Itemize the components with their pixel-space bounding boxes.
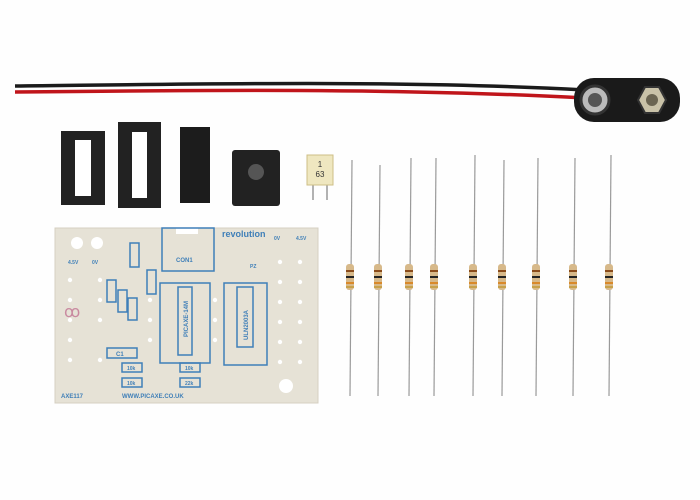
pcb-hole [67,357,73,363]
capacitor-label-1: 1 [318,160,323,169]
resistor [605,154,613,397]
pcb-voltage-label: 4.5V [68,260,79,266]
resistor [346,159,354,397]
resistor [498,159,506,397]
battery-wires [14,81,586,100]
pcb-hole [212,317,218,323]
battery-clip [574,78,680,122]
pcb-hole [297,339,303,345]
pcb-hole [97,357,103,363]
pcb-hole [297,359,303,365]
audio-jack [232,150,280,206]
pcb-hole [297,279,303,285]
pcb-hole [67,277,73,283]
pcb-hole [277,259,283,265]
resistor [405,157,413,397]
ic-chip [180,127,210,203]
pcb-hole [212,297,218,303]
pcb-hole [67,337,73,343]
pcb-hole [277,339,283,345]
pcb-hole [212,337,218,343]
resistor [430,157,438,397]
pcb-hole [277,359,283,365]
resistor [374,164,382,397]
pcb-ground-label: 0V [92,260,99,266]
pcb-board-id: AXE117 [61,394,84,400]
resistor [569,157,577,397]
resistor [469,154,477,397]
resistor [532,157,540,397]
pcb-hole [297,299,303,305]
pcb-hole [297,319,303,325]
pcb-hole [67,297,73,303]
pcb-website: WWW.PICAXE.CO.UK [122,394,184,400]
pcb-brand: revolution [222,229,266,239]
pcb-hole [97,277,103,283]
pcb-chip2-label: ULN2003A [244,309,250,340]
capacitor: 1 63 [306,154,334,200]
pcb-hole [147,317,153,323]
pcb-res-label: 10k [127,366,136,372]
pcb-hole [277,279,283,285]
pcb-res-label: 10k [185,366,194,372]
pcb-ground-label: 0V [274,236,281,242]
pcb-hole [147,297,153,303]
ic-socket-large [118,122,161,208]
pcb-logo: ꝏ [64,304,80,321]
pcb-hole [97,297,103,303]
pcb-chip1-label: PICAXE-14M [184,301,190,337]
pcb-res-label: 10k [127,381,136,387]
pcb-hole [67,317,73,323]
capacitor-label-2: 63 [316,170,325,179]
pcb-hole [97,317,103,323]
pcb-hole [147,337,153,343]
pcb-hole [277,299,283,305]
pcb-hole [297,259,303,265]
pcb-piezo-label: PZ [250,264,256,270]
resistors [346,154,613,397]
pcb-hole [277,319,283,325]
pcb-connector-label: CON1 [176,258,193,264]
pcb-res-label: 22k [185,381,194,387]
pcb-board: revolution CON1 PICAXE-14M ULN2003A AXE1… [54,227,319,404]
pcb-voltage-label: 4.5V [296,236,307,242]
ic-socket-small [61,131,105,205]
pcb-cap-label: C1 [116,352,124,358]
